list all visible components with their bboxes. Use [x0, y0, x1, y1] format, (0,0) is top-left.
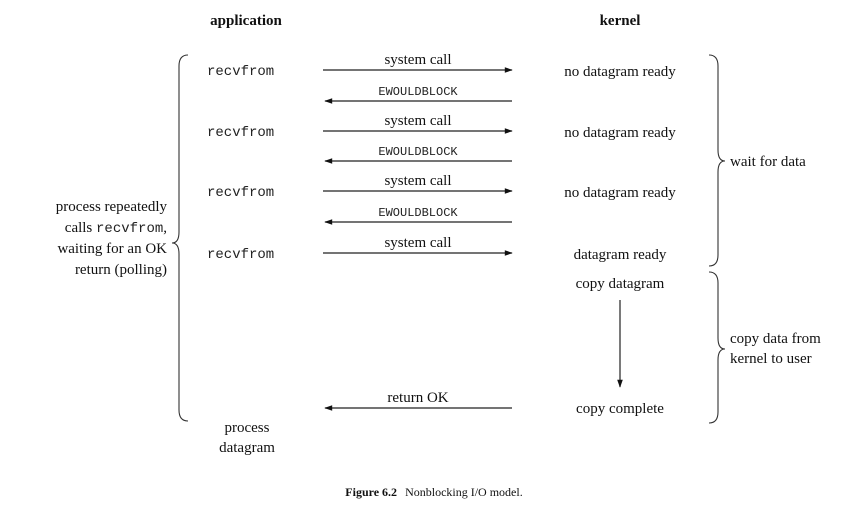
app-call-recvfrom: recvfrom [207, 64, 274, 80]
wait-for-data-label: wait for data [730, 154, 806, 170]
note-line-2: calls recvfrom, [65, 220, 167, 237]
copy-data-label-2: kernel to user [730, 351, 812, 367]
app-call-recvfrom: recvfrom [207, 247, 274, 263]
system-call-label: system call [384, 52, 451, 68]
copy-brace [708, 271, 726, 424]
app-call-recvfrom: recvfrom [207, 185, 274, 201]
system-call-label: system call [384, 113, 451, 129]
kernel-status: no datagram ready [564, 185, 676, 201]
caption-label: Figure 6.2 [345, 485, 397, 499]
caption-text: Nonblocking I/O model. [405, 485, 523, 499]
kernel-status: datagram ready [574, 247, 667, 263]
kernel-status: no datagram ready [564, 125, 676, 141]
ewouldblock-label: EWOULDBLOCK [378, 206, 458, 220]
system-call-label: system call [384, 235, 451, 251]
kernel-status: no datagram ready [564, 64, 676, 80]
system-call-label: system call [384, 173, 451, 189]
process-label-line1: process [225, 420, 270, 436]
copy-datagram-label: copy datagram [576, 276, 665, 292]
note-line-3: waiting for an OK [57, 241, 167, 257]
copy-complete-label: copy complete [576, 401, 664, 417]
ewouldblock-label: EWOULDBLOCK [378, 85, 458, 99]
kernel-header: kernel [600, 13, 641, 29]
app-call-recvfrom: recvfrom [207, 125, 274, 141]
ewouldblock-label: EWOULDBLOCK [378, 145, 458, 159]
figure-caption: Figure 6.2 Nonblocking I/O model. [345, 485, 522, 499]
return-ok-label: return OK [387, 390, 448, 406]
copy-data-label-1: copy data from [730, 331, 821, 347]
note-line-1: process repeatedly [56, 199, 168, 215]
process-label-line2: datagram [219, 440, 275, 456]
left-brace [171, 54, 189, 422]
application-header: application [210, 13, 282, 29]
note-line-4: return (polling) [75, 262, 167, 278]
wait-brace [708, 54, 726, 267]
